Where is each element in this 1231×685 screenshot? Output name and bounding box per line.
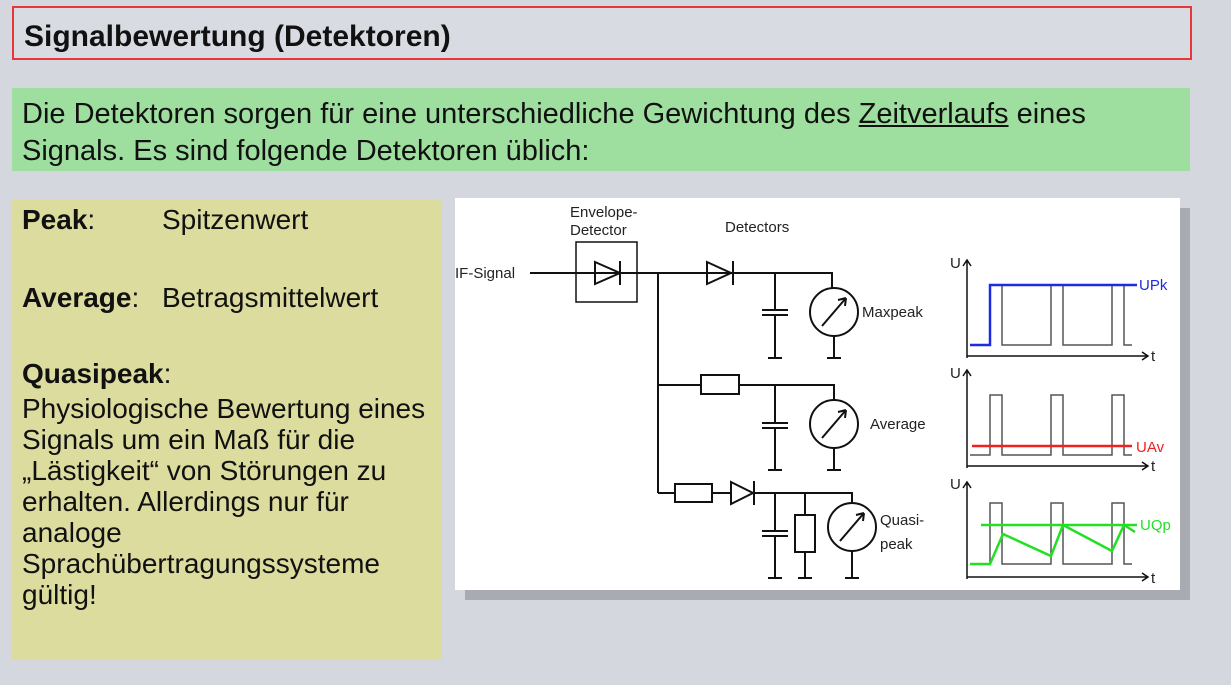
main-wires <box>530 260 833 493</box>
intro-text: Die Detektoren sorgen für eine unterschi… <box>22 98 859 130</box>
peak-capacitor <box>762 273 788 359</box>
label-upk: UPk <box>1139 277 1168 294</box>
detector-quasipeak: Quasipeak: Physiologische Bewertung eines… <box>22 358 442 610</box>
intro-text-end: eines Signals. Es sind folgende Detektor… <box>22 98 1086 167</box>
svg-text:t: t <box>1151 458 1156 475</box>
intro-box: Die Detektoren sorgen für eine unterschi… <box>12 88 1190 171</box>
graph-average: Ut UAv <box>950 365 1165 475</box>
quasipeak-diode <box>730 480 756 506</box>
detector-desc: Spitzenwert <box>162 204 309 235</box>
quasipeak-resistor <box>674 483 713 503</box>
detector-name: Peak <box>22 204 88 235</box>
slide-title-box: Signalbewertung (Detektoren) <box>12 6 1192 60</box>
detector-name: Average <box>22 282 132 313</box>
label-peak: peak <box>880 536 913 553</box>
detector-name: Quasipeak <box>22 358 164 389</box>
label-envelope: Envelope- <box>570 204 638 221</box>
slide-title: Signalbewertung (Detektoren) <box>24 20 451 53</box>
svg-text:U: U <box>950 476 961 493</box>
label-detector: Detector <box>570 222 627 239</box>
sep: : <box>131 282 140 313</box>
label-quasi: Quasi- <box>880 512 924 529</box>
svg-text:U: U <box>950 365 961 382</box>
graph-quasipeak: Ut UQp <box>950 476 1171 587</box>
detector-peak: Peak: Spitzenwert <box>22 204 308 235</box>
label-maxpeak: Maxpeak <box>862 304 923 321</box>
label-uav: UAv <box>1136 439 1165 456</box>
sep: : <box>163 358 172 389</box>
peak-diode <box>706 260 734 286</box>
svg-text:t: t <box>1151 570 1156 587</box>
intro-link[interactable]: Zeitverlaufs <box>858 98 1009 130</box>
detector-list: Peak: Spitzenwert Average: Betragsmittelwe… <box>12 200 442 660</box>
detector-average: Average: Betragsmittelwert <box>22 282 378 313</box>
svg-text:U: U <box>950 255 961 272</box>
label-average: Average <box>870 416 926 433</box>
detector-desc: Physiologische Bewertung eines Signals u… <box>22 393 426 610</box>
label-detectors: Detectors <box>725 219 789 236</box>
sep: : <box>87 204 96 235</box>
detector-circuit-diagram: IF-Signal Envelope- Detector Detectors M… <box>455 198 1180 590</box>
average-resistor <box>700 374 740 395</box>
graph-peak: Ut UPk <box>950 255 1168 365</box>
detector-desc: Betragsmittelwert <box>162 282 379 313</box>
label-uqp: UQp <box>1140 517 1171 534</box>
svg-text:t: t <box>1151 348 1156 365</box>
label-if-signal: IF-Signal <box>455 265 515 282</box>
